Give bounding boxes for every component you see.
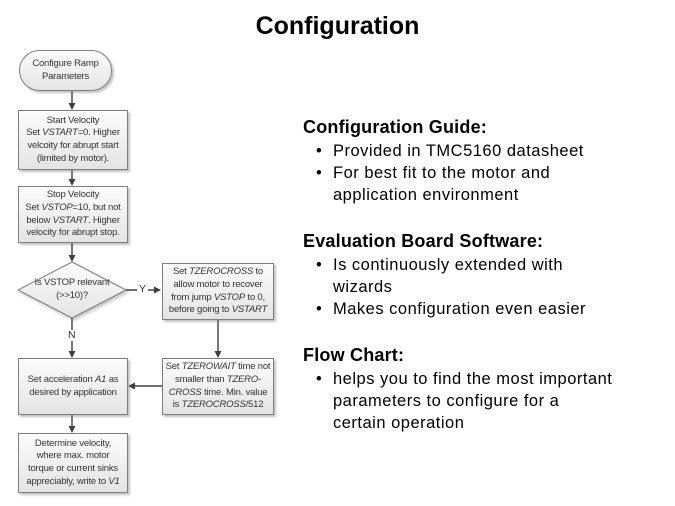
bullet-icon: • (316, 370, 323, 388)
flow-node-start-velocity-label: Start Velocity Set VSTART=0. Higher velc… (26, 114, 120, 164)
bullet-icon: • (316, 300, 323, 318)
section-heading: Evaluation Board Software: (303, 231, 544, 251)
section-evaluation-board-software: Evaluation Board Software: • Is continuo… (303, 231, 665, 320)
flow-node-tzerocross-label: Set TZEROCROSS to allow motor to recover… (168, 266, 268, 316)
edge-label-yes: Y (137, 283, 149, 295)
bullet-icon: • (316, 142, 323, 160)
flow-node-acceleration: Set acceleration A1 as desired by applic… (18, 358, 128, 415)
list-item-text: Is continuously extended with wizards (333, 256, 564, 296)
flow-node-acceleration-label: Set acceleration A1 as desired by applic… (27, 373, 119, 398)
flow-node-determine-velocity: Determine velocity, where max. motor tor… (18, 433, 128, 493)
list-item-text: Makes configuration even easier (333, 300, 587, 318)
flow-node-stop-velocity-label: Stop Velocity Set VSTOP=10, but not belo… (25, 189, 121, 239)
list-item: • Provided in TMC5160 datasheet (303, 140, 665, 162)
flow-node-start-velocity: Start Velocity Set VSTART=0. Higher velc… (18, 110, 128, 170)
flow-node-tzerowait: Set TZEROWAIT time not smaller than TZER… (162, 358, 274, 415)
list-item-text: For best fit to the motor and applicatio… (333, 164, 551, 204)
list-item: • Makes configuration even easier (303, 298, 665, 320)
page-title: Configuration (255, 12, 420, 40)
list-item-text: Provided in TMC5160 datasheet (333, 142, 584, 160)
list-item: • For best fit to the motor and applicat… (303, 162, 665, 206)
section-configuration-guide: Configuration Guide: • Provided in TMC51… (303, 117, 665, 206)
list-item: • helps you to find the most important p… (303, 368, 665, 434)
flow-node-tzerowait-label: Set TZEROWAIT time not smaller than TZER… (165, 361, 271, 411)
info-panel: Configuration Guide: • Provided in TMC51… (303, 117, 665, 434)
list-item-text: helps you to find the most important par… (333, 370, 613, 432)
flow-node-tzerocross: Set TZEROCROSS to allow motor to recover… (162, 263, 274, 320)
bullet-icon: • (316, 256, 323, 274)
edge-label-no: N (66, 329, 78, 341)
section-heading: Configuration Guide: (303, 117, 487, 137)
flow-node-determine-velocity-label: Determine velocity, where max. motor tor… (26, 437, 120, 487)
flow-node-configure-ramp: Configure Ramp Parameters (19, 50, 112, 91)
flow-node-configure-ramp-label: Configure Ramp Parameters (32, 57, 99, 82)
arrowheads (68, 103, 222, 433)
bullet-icon: • (316, 164, 323, 182)
section-heading: Flow Chart: (303, 345, 405, 365)
connector-lines (71, 91, 219, 427)
flow-node-vstop-decision-label: Is VSTOP relevant (>>10)? (34, 277, 110, 301)
list-item: • Is continuously extended with wizards (303, 254, 665, 298)
section-flow-chart: Flow Chart: • helps you to find the most… (303, 345, 665, 434)
flow-node-stop-velocity: Stop Velocity Set VSTOP=10, but not belo… (18, 186, 128, 243)
